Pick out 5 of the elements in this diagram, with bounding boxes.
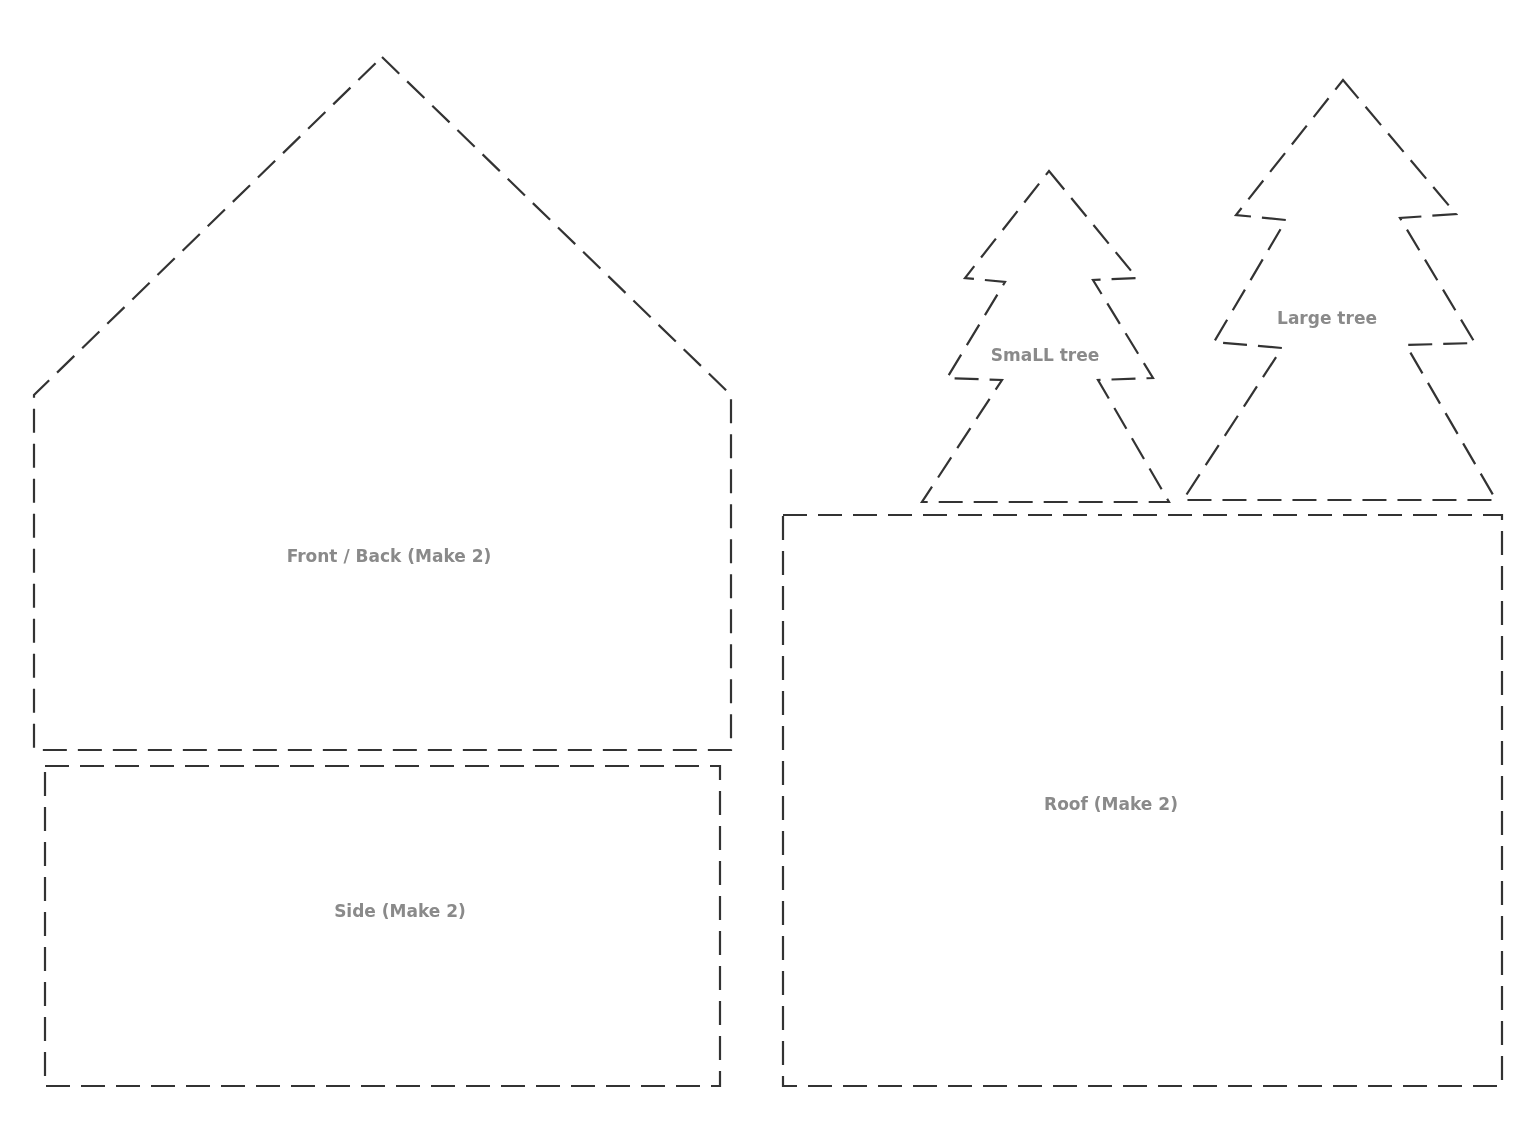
piece-label: Roof (Make 2)	[1044, 794, 1178, 814]
piece-label: Side (Make 2)	[334, 901, 466, 921]
piece-label: Front / Back (Make 2)	[286, 546, 492, 566]
piece-label: Large tree	[1277, 308, 1377, 328]
piece-label: SmaLL tree	[990, 345, 1100, 365]
